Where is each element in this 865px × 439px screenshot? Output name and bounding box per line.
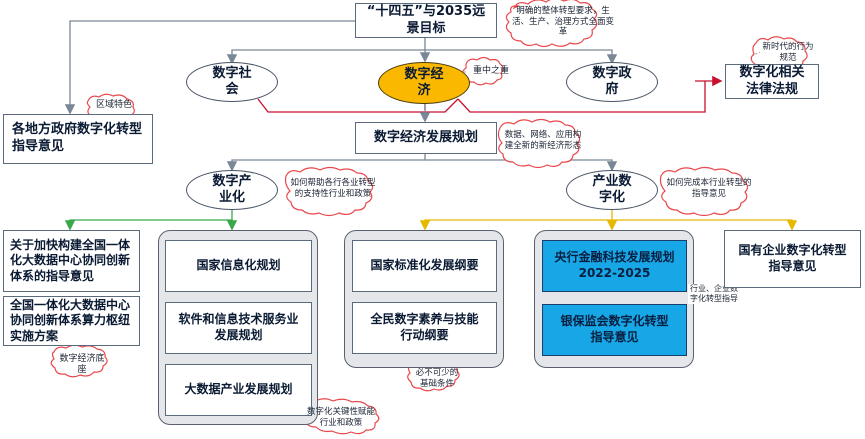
finance-note: 行业、企业数字化转型指导 [688, 284, 740, 304]
callout-leaders [444, 51, 761, 73]
regulations-node: 数字化相关法律法规 [725, 64, 819, 99]
top-goal-note: 明确的整体转型要求，生活、生产、治理方式全面变革 [511, 6, 614, 38]
data-base-note: 数字经济底座 [59, 354, 105, 376]
software-plan-node: 软件和信息技术服务业发展规划 [165, 302, 312, 354]
key-empower-note: 数字化关键性赋能行业和政策 [306, 407, 375, 428]
bigdata-plan-node: 大数据产业发展规划 [165, 364, 312, 416]
computing-hub-plan-node: 全国一体化大数据中心协同创新体系算力枢纽实施方案 [3, 296, 140, 346]
data-center-opinion-node: 关于加快构建全国一体化大数据中心协同创新体系的指导意见 [3, 230, 140, 292]
plan-split-arrows [226, 154, 618, 172]
dev-plan-node: 数字经济发展规划 [355, 122, 497, 154]
cloud-dev-plan [497, 118, 581, 169]
soe-opinion-node: 国有企业数字化转型指导意见 [724, 230, 861, 288]
digital-society-node: 数字社会 [186, 62, 278, 102]
digital-industrialization-node: 数字产业化 [186, 170, 278, 210]
literacy-node: 全民数字素养与技能行动纲要 [352, 302, 497, 354]
fintech-plan-node: 央行金融科技发展规划2022-2025 [542, 240, 687, 292]
digital-industrialization-note: 如何帮助各行各业转型的支持性行业和政策 [290, 178, 376, 199]
standardization-node: 国家标准化发展纲要 [352, 240, 497, 292]
local-gov-node: 各地方政府数字化转型指导意见 [3, 114, 153, 164]
dev-plan-note: 数据、网络、应用构建全新的新经济形态 [504, 130, 582, 151]
regulations-note: 新时代的行为规范 [762, 42, 814, 63]
digital-economy-node: 数字经济 [378, 62, 470, 104]
yellow-branch-arrows [419, 207, 798, 231]
industrial-digitalization-node: 产业数字化 [566, 170, 658, 210]
green-branch-arrows [64, 207, 238, 231]
local-gov-note: 区域特色 [95, 100, 132, 110]
red-arrows [257, 75, 723, 113]
informatization-plan-node: 国家信息化规划 [165, 240, 312, 292]
foundation-note: 必不可少的基础条件 [415, 368, 459, 389]
cloud-digital-industrialization [284, 166, 374, 217]
cloud-top-goal [505, 0, 598, 48]
cloud-industrial-digitalization [659, 166, 749, 217]
economy-core-note: 重中之重 [472, 66, 509, 76]
industrial-digitalization-note: 如何完成本行业转型的指导意见 [666, 178, 752, 199]
goal-branch-arrows [64, 20, 618, 115]
cloud-data-base [50, 344, 108, 378]
top-goal-node: “十四五”与2035远景目标 [355, 3, 497, 38]
digital-government-node: 数字政府 [566, 62, 658, 102]
cbirc-opinion-node: 银保监会数字化转型指导意见 [542, 304, 687, 356]
